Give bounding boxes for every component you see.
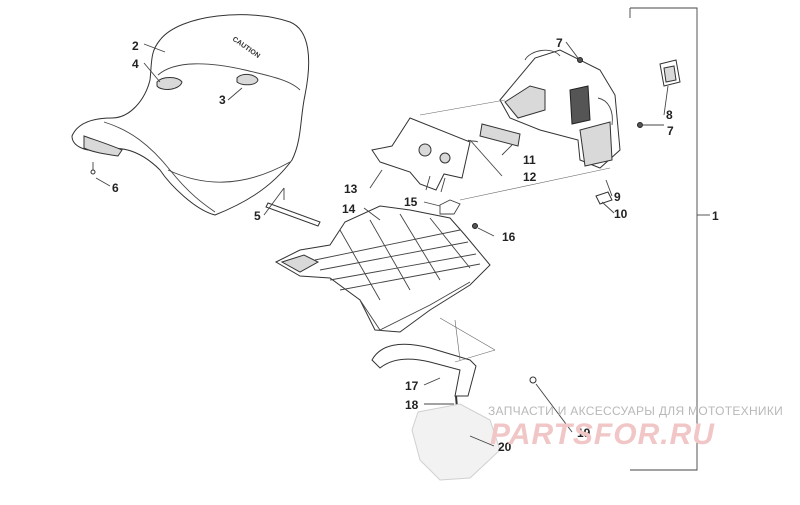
callout-7b: 7 [667, 124, 674, 138]
watermark-text: ЗАПЧАСТИ И АКСЕССУАРЫ ДЛЯ МОТОТЕХНИКИ [488, 404, 784, 418]
seat: CAUTION [71, 14, 310, 216]
callout-14: 14 [342, 202, 356, 216]
hook [439, 199, 461, 215]
rear-storage-box [499, 49, 621, 169]
leader-lines [95, 41, 669, 447]
seat-strap [265, 202, 321, 227]
callout-13: 13 [344, 182, 358, 196]
callout-3: 3 [219, 93, 226, 107]
nut-icon [529, 376, 537, 384]
callout-4: 4 [132, 57, 139, 71]
callout-19: 19 [577, 426, 591, 440]
callout-10: 10 [614, 207, 628, 221]
seat-base [274, 205, 491, 333]
body-panel [411, 403, 501, 481]
seat-pin [90, 162, 96, 175]
mount-bracket [371, 117, 471, 193]
clip [595, 191, 613, 205]
reflector [659, 59, 681, 87]
watermark-logo: PARTSFOR.RU [490, 418, 715, 451]
callout-20: 20 [498, 440, 512, 454]
callout-18: 18 [405, 398, 419, 412]
callout-2: 2 [132, 39, 139, 53]
callouts: 1 2 3 4 5 6 7 7 8 9 10 11 12 13 14 15 16… [112, 36, 719, 454]
callout-8: 8 [666, 108, 673, 122]
callout-16: 16 [502, 230, 516, 244]
callout-6: 6 [112, 181, 119, 195]
callout-17: 17 [405, 379, 419, 393]
callout-5: 5 [254, 209, 261, 223]
callout-7a: 7 [556, 36, 563, 50]
grab-handle [371, 343, 477, 397]
callout-11: 11 [523, 153, 536, 167]
screw-icon [637, 122, 643, 128]
callout-9: 9 [614, 190, 621, 204]
latch [467, 123, 521, 147]
callout-12: 12 [523, 170, 537, 184]
assembly-bracket [629, 7, 710, 471]
screw-icon [472, 223, 478, 229]
callout-15: 15 [404, 195, 418, 209]
callout-1: 1 [712, 209, 719, 223]
screw-icon [577, 57, 583, 63]
